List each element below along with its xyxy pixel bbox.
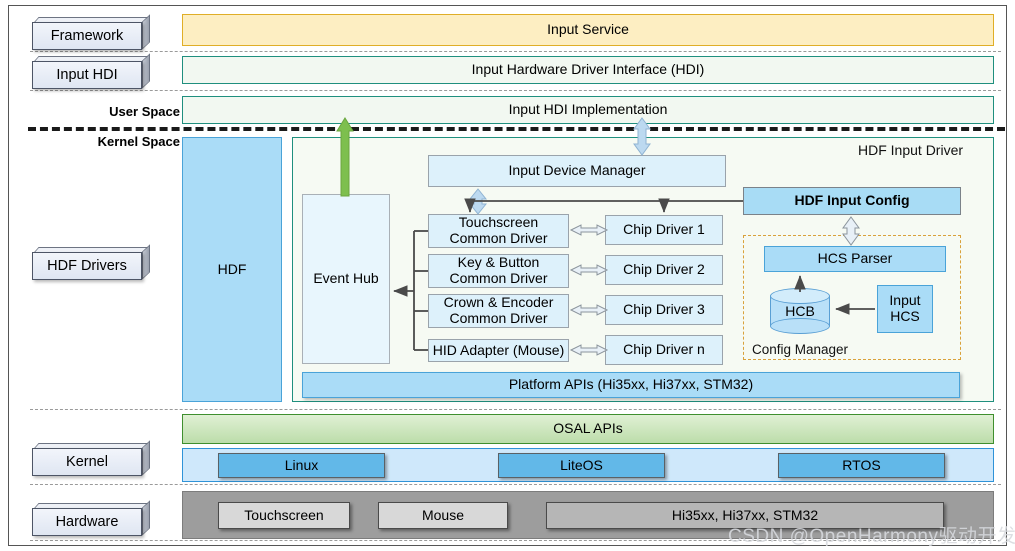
config-manager-label: Config Manager xyxy=(752,342,849,357)
hcb-label: HCB xyxy=(785,303,815,319)
separator-bottom xyxy=(30,540,1001,541)
separator-kernel-osal xyxy=(30,409,1001,410)
label-input-hdi: Input HDI xyxy=(32,53,150,89)
label-hdf-drivers: HDF Drivers xyxy=(32,244,150,280)
label-kernel: Kernel xyxy=(32,440,150,476)
separator-user-kernel xyxy=(28,127,1005,131)
hcb-cylinder[interactable]: HCB xyxy=(770,288,830,334)
hdf-column[interactable]: HDF xyxy=(182,137,282,402)
input-service-box[interactable]: Input Service xyxy=(182,14,994,46)
label-hardware: Hardware xyxy=(32,500,150,536)
common-driver-hid-adapter[interactable]: HID Adapter (Mouse) xyxy=(428,339,569,362)
chip-driver-n[interactable]: Chip Driver n xyxy=(605,335,723,365)
separator-framework xyxy=(30,51,1001,52)
kernel-item-linux[interactable]: Linux xyxy=(218,453,385,478)
kernel-item-liteos[interactable]: LiteOS xyxy=(498,453,665,478)
watermark: CSDN @OpenHarmony驱动开发 xyxy=(728,526,1015,547)
osal-apis-box[interactable]: OSAL APIs xyxy=(182,414,994,444)
chip-driver-1[interactable]: Chip Driver 1 xyxy=(605,215,723,245)
label-framework-text: Framework xyxy=(32,22,142,50)
user-space-label: User Space xyxy=(109,104,180,119)
hdf-input-config-box[interactable]: HDF Input Config xyxy=(743,187,961,215)
label-hdf-drivers-text: HDF Drivers xyxy=(32,252,142,280)
platform-apis-box[interactable]: Platform APIs (Hi35xx, Hi37xx, STM32) xyxy=(302,372,960,398)
hdi-implementation-box[interactable]: Input HDI Implementation xyxy=(182,96,994,124)
hardware-item-touchscreen[interactable]: Touchscreen xyxy=(218,502,350,529)
separator-hdi xyxy=(30,90,1001,91)
hcs-parser-box[interactable]: HCS Parser xyxy=(764,246,946,272)
hardware-item-mouse[interactable]: Mouse xyxy=(378,502,508,529)
hardware-item-socs[interactable]: Hi35xx, Hi37xx, STM32 xyxy=(546,502,944,529)
separator-kernel-hardware xyxy=(30,484,1001,485)
common-driver-touchscreen[interactable]: Touchscreen Common Driver xyxy=(428,214,569,248)
hdf-input-driver-title: HDF Input Driver xyxy=(858,142,964,158)
kernel-item-rtos[interactable]: RTOS xyxy=(778,453,945,478)
chip-driver-2[interactable]: Chip Driver 2 xyxy=(605,255,723,285)
hdi-interface-box[interactable]: Input Hardware Driver Interface (HDI) xyxy=(182,56,994,84)
label-kernel-text: Kernel xyxy=(32,448,142,476)
input-device-manager-box[interactable]: Input Device Manager xyxy=(428,155,726,187)
label-input-hdi-text: Input HDI xyxy=(32,61,142,89)
cylinder-bottom xyxy=(770,318,830,334)
chip-driver-3[interactable]: Chip Driver 3 xyxy=(605,295,723,325)
label-framework: Framework xyxy=(32,14,150,50)
kernel-space-label: Kernel Space xyxy=(97,134,180,149)
input-hcs-box[interactable]: Input HCS xyxy=(877,285,933,333)
label-hardware-text: Hardware xyxy=(32,508,142,536)
common-driver-key-button[interactable]: Key & Button Common Driver xyxy=(428,254,569,288)
common-driver-crown-encoder[interactable]: Crown & Encoder Common Driver xyxy=(428,294,569,328)
event-hub-box[interactable]: Event Hub xyxy=(302,194,390,364)
